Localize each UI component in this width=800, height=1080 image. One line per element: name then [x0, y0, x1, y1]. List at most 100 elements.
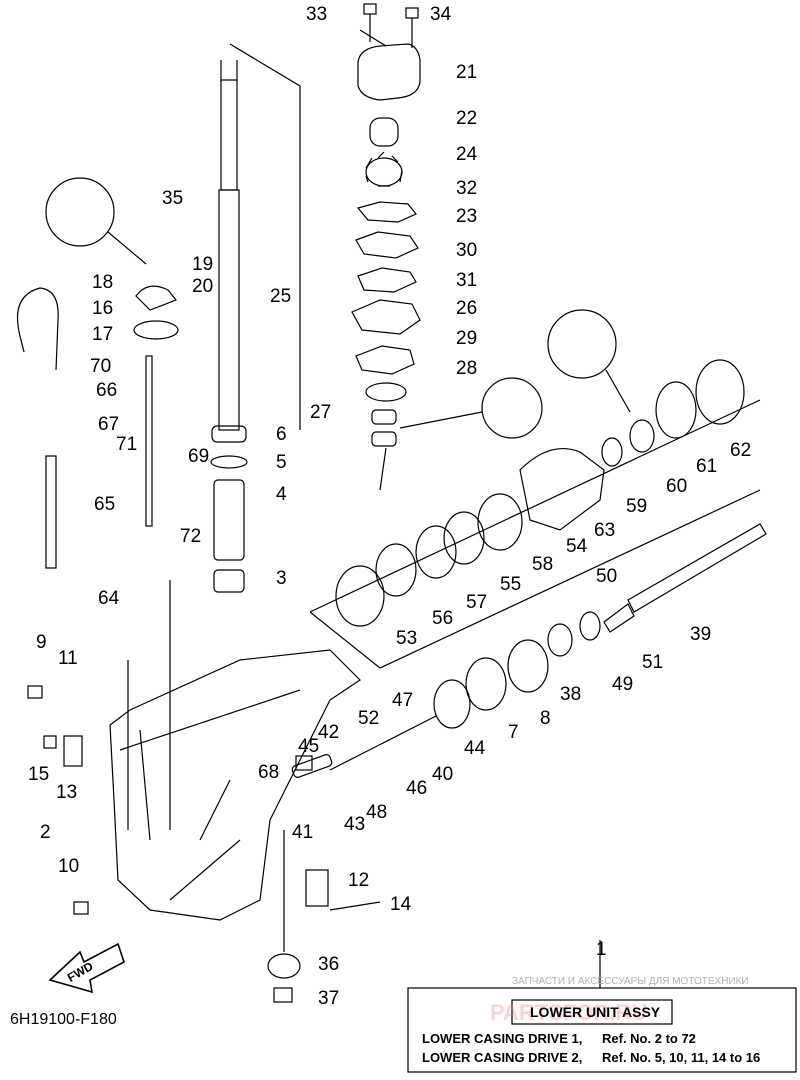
pinion-36-drawing: [267, 953, 301, 979]
part-number-43: 43: [344, 814, 365, 835]
part-number-62: 62: [730, 440, 751, 461]
sleeve-4-drawing: [213, 479, 245, 561]
part-number-9: 9: [36, 632, 47, 653]
part-number-23: 23: [456, 206, 477, 227]
part-number-22: 22: [456, 108, 477, 129]
bolt-10-drawing: [73, 901, 89, 915]
part-number-42: 42: [318, 722, 339, 743]
title-box-heading: LOWER UNIT ASSY: [530, 1004, 661, 1020]
part-number-70: 70: [90, 356, 111, 377]
part-number-47: 47: [392, 690, 413, 711]
gasket-23-drawing: [356, 201, 417, 223]
part-number-50: 50: [596, 566, 617, 587]
ring-62-drawing: [695, 359, 745, 425]
gasket-31-drawing: [357, 267, 417, 293]
ring-5-drawing: [210, 455, 248, 469]
part-number-55: 55: [500, 574, 521, 595]
part-number-25: 25: [270, 286, 291, 307]
title-line-1-ref: Ref. No. 2 to 72: [602, 1031, 696, 1046]
insert-cartridge-drawing: [369, 117, 399, 147]
part-number-38: 38: [560, 684, 581, 705]
title-box-ref: 1: [596, 939, 607, 960]
part-number-14: 14: [390, 894, 412, 915]
part-number-28: 28: [456, 358, 477, 379]
part-number-58: 58: [532, 554, 553, 575]
part-number-19: 19: [192, 254, 213, 275]
part-number-5: 5: [276, 452, 287, 473]
part-number-69: 69: [188, 446, 209, 467]
housing-26-drawing: [351, 299, 421, 335]
title-box-header: [511, 999, 673, 1025]
part-number-17: 17: [92, 324, 113, 345]
washer-57-drawing: [415, 525, 457, 579]
part-number-63: 63: [594, 520, 615, 541]
part-number-57: 57: [466, 592, 487, 613]
bearing-housing-drawing: [519, 448, 605, 531]
part-number-72: 72: [180, 526, 201, 547]
part-number-33: 33: [306, 4, 327, 25]
part-number-16: 16: [92, 298, 113, 319]
gasket-29-drawing: [355, 345, 415, 375]
water-tube-drawing: [16, 287, 59, 569]
part-number-49: 49: [612, 674, 633, 695]
diagram-code: 6H19100-F180: [10, 1011, 117, 1028]
bolt-33-drawing: [363, 3, 377, 42]
anode-12-drawing: [305, 869, 329, 907]
propeller-shaft-drawing: [603, 523, 767, 633]
seal-60-drawing: [629, 419, 655, 453]
part-number-61: 61: [696, 456, 717, 477]
watermark-logo: PARTSFOR.RU: [490, 1000, 647, 1025]
gear-38-drawing: [507, 639, 549, 693]
part-number-71: 71: [116, 434, 137, 455]
part-number-20: 20: [192, 276, 213, 297]
bearing-3-drawing: [213, 569, 245, 593]
plate-30-drawing: [355, 231, 419, 259]
part-number-15: 15: [28, 764, 49, 785]
part-number-30: 30: [456, 240, 477, 261]
part-number-18: 18: [92, 272, 113, 293]
bolt-9-drawing: [27, 685, 43, 699]
part-number-41: 41: [292, 822, 313, 843]
part-number-37: 37: [318, 988, 339, 1009]
part-number-39: 39: [690, 624, 711, 645]
part-number-2: 2: [40, 822, 51, 843]
part-number-26: 26: [456, 298, 477, 319]
part-number-36: 36: [318, 954, 339, 975]
bearing-55-drawing: [443, 511, 485, 565]
spacer-51-drawing: [579, 611, 601, 641]
part-number-68: 68: [258, 762, 279, 783]
part-number-56: 56: [432, 608, 453, 629]
part-number-45: 45: [298, 736, 319, 757]
part-number-32: 32: [456, 178, 477, 199]
gear-53-drawing: [335, 565, 385, 627]
shift-rod-drawing: [145, 355, 153, 527]
part-number-10: 10: [58, 856, 79, 877]
bolt-14-drawing: [329, 901, 381, 911]
title-line-2-label: LOWER CASING DRIVE 2,: [422, 1050, 582, 1065]
part-number-31: 31: [456, 270, 477, 291]
part-number-24: 24: [456, 144, 478, 165]
impeller-drawing: [365, 151, 403, 187]
part-number-34: 34: [430, 4, 452, 25]
part-number-60: 60: [666, 476, 687, 497]
driveshaft-drawing: [218, 60, 240, 431]
dog-clutch-drawing: [547, 623, 573, 657]
bolt-15-drawing: [43, 735, 57, 749]
fwd-arrow: [48, 942, 125, 994]
part-number-7: 7: [508, 722, 519, 743]
shim-7-drawing: [433, 679, 471, 729]
part-number-11: 11: [58, 648, 78, 669]
part-number-65: 65: [94, 494, 115, 515]
part-number-44: 44: [464, 738, 486, 759]
shift-plunger-drawing: [291, 715, 437, 778]
part-number-67: 67: [98, 414, 119, 435]
part-number-3: 3: [276, 568, 287, 589]
rod-holder-drawing: [135, 285, 177, 311]
cam-68-drawing: [295, 755, 313, 771]
oring-28-drawing: [365, 382, 407, 402]
part-number-13: 13: [56, 782, 77, 803]
pump-housing-drawing: [357, 43, 421, 101]
